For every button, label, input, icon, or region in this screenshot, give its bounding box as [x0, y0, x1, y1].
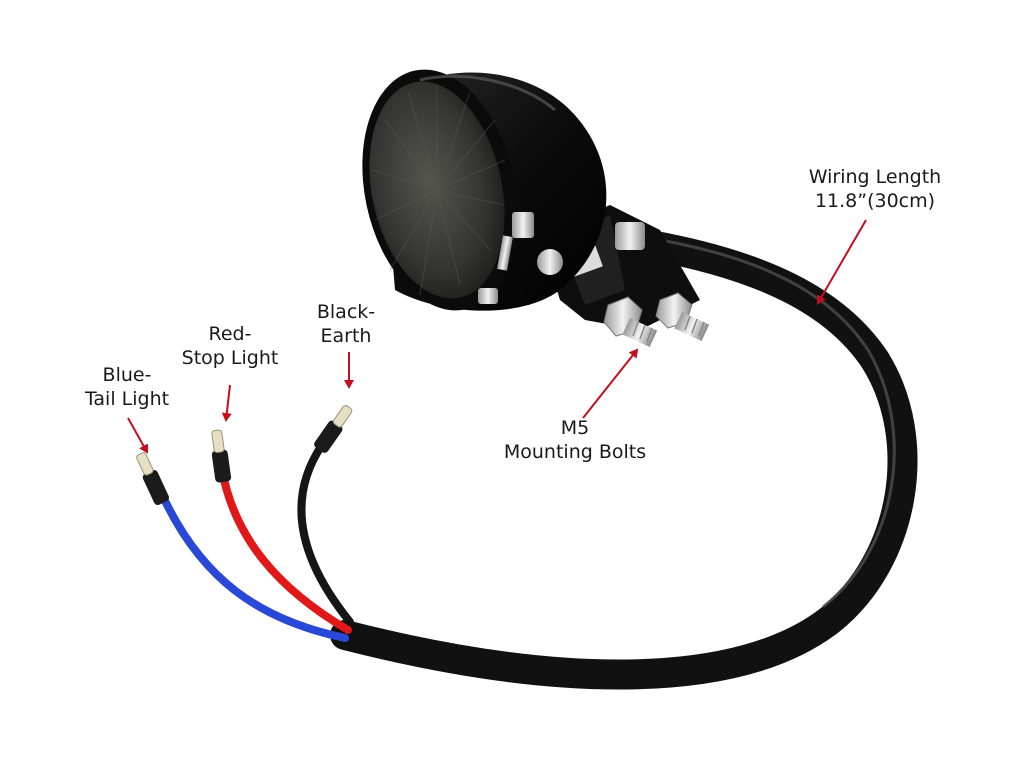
wiring-length-label-line1: Wiring Length [808, 166, 942, 188]
red-wire [218, 466, 352, 634]
m5-bolt-left [603, 296, 658, 347]
black-wire-label-line1: Black- [316, 301, 376, 323]
blue-wire-label-line2: Tail Light [84, 388, 170, 410]
wiring-length-arrow [816, 219, 867, 305]
blue-wire-arrow [127, 417, 148, 454]
mounting-bolts-arrow [582, 348, 639, 419]
mounting-bolts-label: M5 Mounting Bolts [495, 416, 655, 464]
wiring-length-label: Wiring Length 11.8”(30cm) [800, 165, 950, 213]
black-wire-label-line2: Earth [320, 325, 372, 347]
red-wire-arrow [221, 384, 232, 422]
blue-wire [156, 486, 349, 642]
black-wire-connector [314, 405, 353, 453]
bracket-pivot-bolt [537, 222, 645, 275]
blue-wire-connector [136, 452, 170, 505]
housing [362, 69, 607, 311]
red-wire-label: Red- Stop Light [175, 322, 285, 370]
housing-screw-bottom [478, 288, 498, 304]
blue-wire-label-line1: Blue- [102, 364, 152, 386]
red-wire-label-line2: Stop Light [181, 347, 279, 369]
main-cable-highlight [658, 238, 896, 608]
main-cable [330, 230, 918, 690]
mounting-bolts-label-line1: M5 [560, 417, 590, 439]
red-wire-connector [211, 429, 232, 483]
wiring-length-label-line2: 11.8”(30cm) [814, 190, 936, 212]
housing-screw-top [497, 212, 534, 271]
blue-wire-label: Blue- Tail Light [72, 363, 182, 411]
black-wire-label: Black- Earth [296, 300, 396, 348]
black-wire [297, 441, 354, 626]
m5-bolt-right [655, 292, 710, 341]
red-wire-label-line1: Red- [208, 323, 252, 345]
lens-facets [371, 85, 506, 296]
mounting-bolts-label-line2: Mounting Bolts [503, 441, 647, 463]
